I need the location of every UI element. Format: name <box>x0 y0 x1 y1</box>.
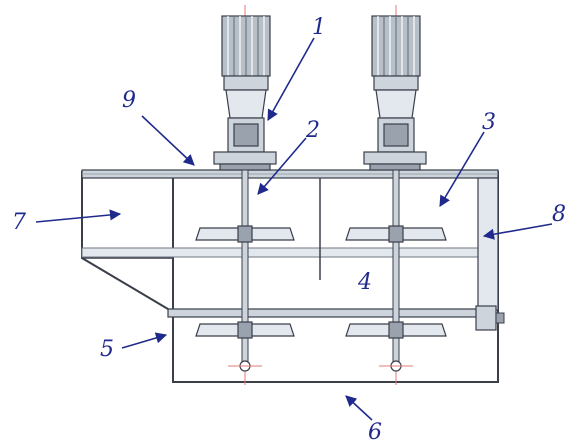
paddle-impeller-icon <box>195 321 295 339</box>
callout-9: 9 <box>122 88 136 113</box>
right-shaft <box>392 169 400 371</box>
paddle-impeller-icon <box>345 321 447 339</box>
electric-motor-icon <box>213 15 277 171</box>
leader-5 <box>121 332 168 349</box>
leader-1 <box>267 37 315 121</box>
callout-1: 1 <box>312 15 326 40</box>
right-agitator <box>345 5 447 385</box>
leader-3 <box>439 131 485 207</box>
lower-flange <box>167 305 505 331</box>
main-vessel <box>172 171 499 383</box>
callout-6: 6 <box>368 420 382 445</box>
leader-8 <box>482 223 553 240</box>
callout-8: 8 <box>552 202 566 227</box>
callout-3: 3 <box>482 110 496 135</box>
leader-6 <box>345 395 373 421</box>
paddle-impeller-icon <box>345 225 447 243</box>
top-rim <box>81 169 499 179</box>
callout-4: 4 <box>358 270 372 295</box>
callout-7: 7 <box>12 210 26 235</box>
leader-2 <box>257 137 307 195</box>
electric-motor-icon <box>363 15 427 171</box>
left-compartment <box>81 171 174 313</box>
middle-divider <box>81 247 499 258</box>
leader-7 <box>35 209 122 223</box>
paddle-impeller-icon <box>195 225 295 243</box>
left-shaft <box>241 169 249 371</box>
leader-lines <box>35 37 553 421</box>
callout-5: 5 <box>100 337 114 362</box>
tank-body <box>81 171 499 383</box>
callout-2: 2 <box>306 118 320 143</box>
left-agitator <box>195 5 295 385</box>
outlet-nozzle <box>475 305 497 331</box>
right-side-channel <box>477 177 499 311</box>
leader-9 <box>141 115 195 166</box>
